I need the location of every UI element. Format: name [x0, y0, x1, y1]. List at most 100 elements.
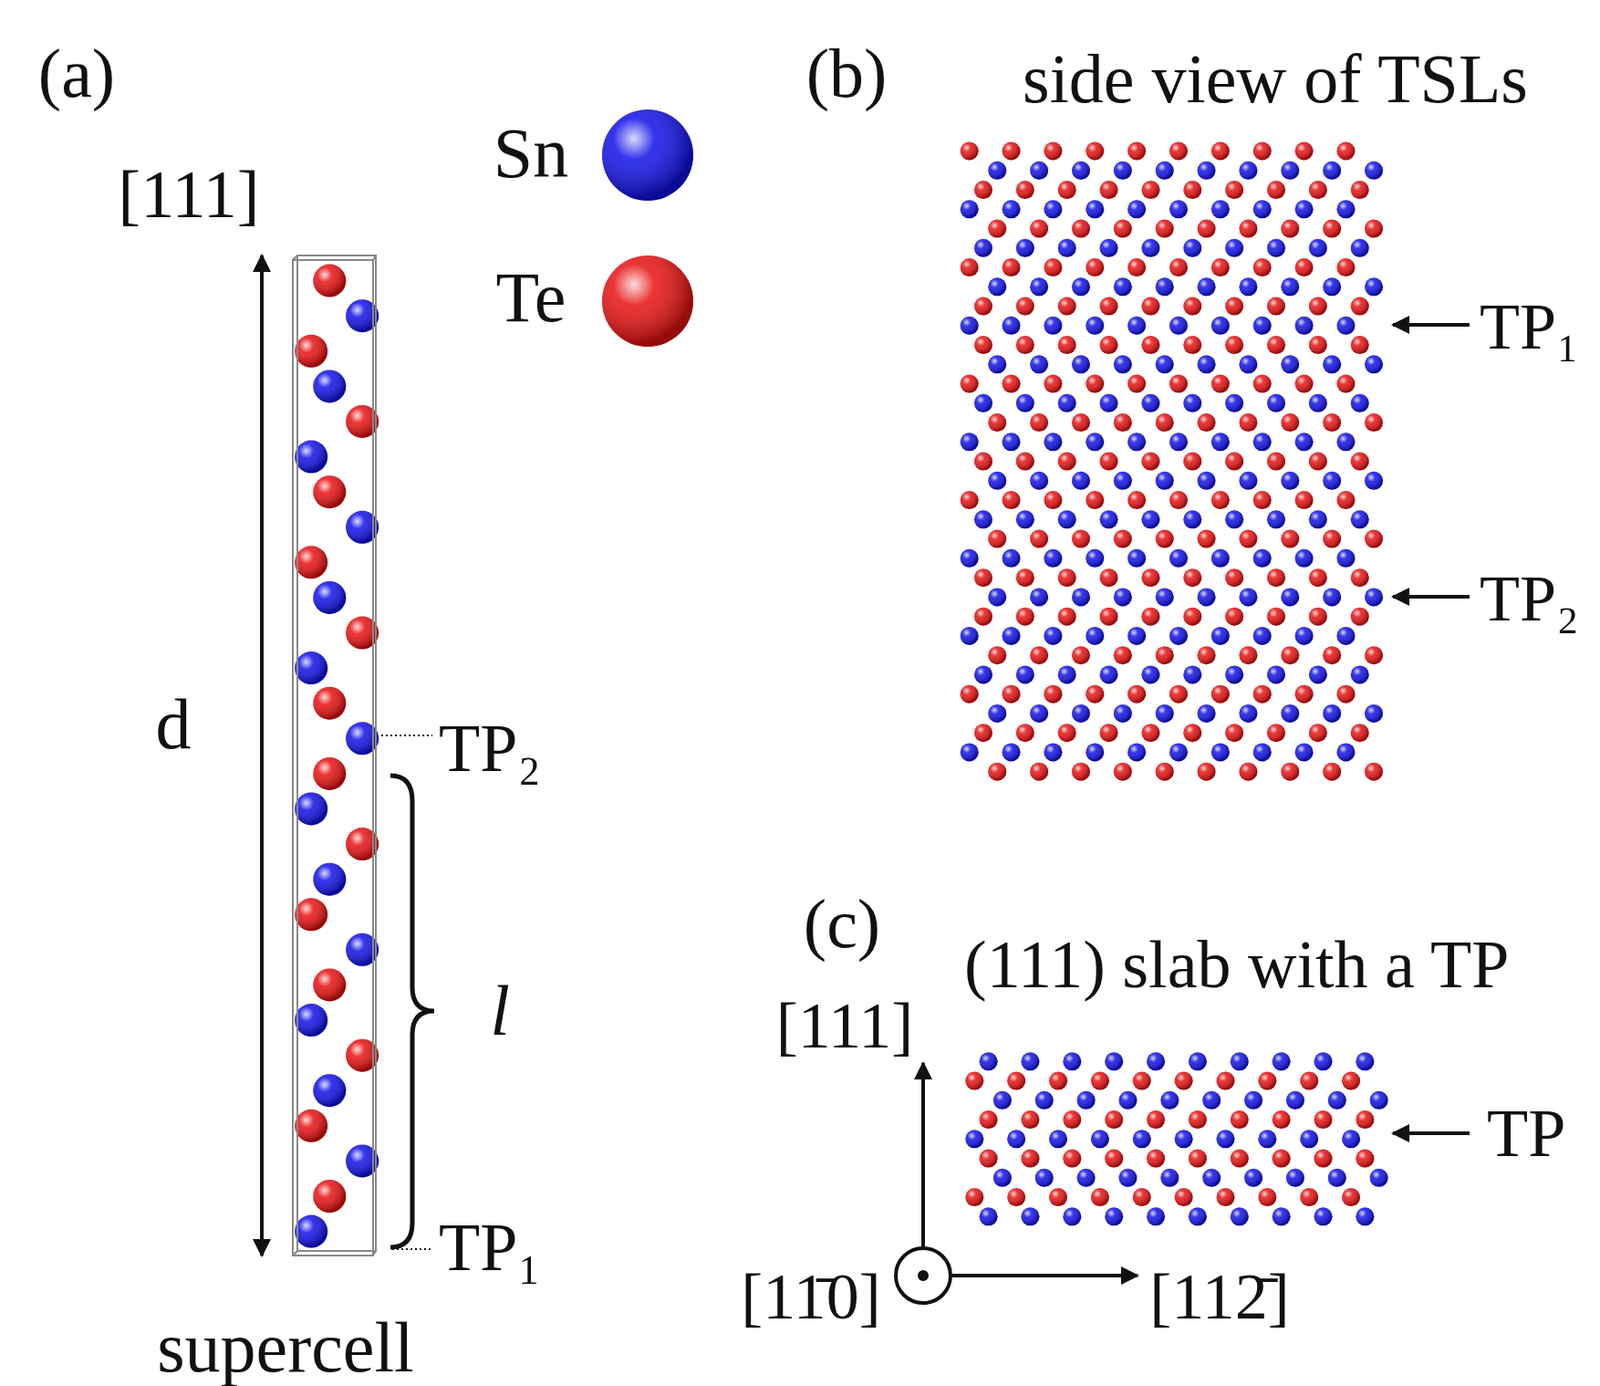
- atom-body: [1230, 1149, 1249, 1168]
- atom-body: [1090, 1071, 1110, 1091]
- atom-sphere: [1183, 335, 1202, 354]
- atom-shine: [987, 645, 1007, 665]
- atom-shine: [1043, 626, 1062, 645]
- atom-shine: [312, 369, 346, 403]
- atom-shine: [1295, 490, 1314, 510]
- atom-shine: [1016, 394, 1035, 413]
- atom-shine: [965, 1129, 984, 1148]
- atom-shine: [1328, 1168, 1347, 1187]
- atom-sphere: [1350, 723, 1370, 742]
- atom-shine: [1295, 432, 1314, 451]
- atom-shine: [1238, 161, 1258, 180]
- atom-shine: [1238, 354, 1258, 374]
- atom-shine: [1295, 199, 1314, 219]
- atom-shine: [1280, 219, 1299, 239]
- atom-sphere: [294, 897, 328, 931]
- atom-sphere: [1295, 685, 1314, 704]
- atom-body: [1328, 1168, 1347, 1187]
- atom-shine: [1253, 685, 1272, 704]
- atom-shine: [960, 490, 979, 510]
- atom-sphere: [1197, 161, 1216, 180]
- atom-sphere: [1113, 161, 1133, 180]
- atom-shine: [1309, 607, 1328, 626]
- atom-shine: [1062, 1110, 1081, 1129]
- atom-shine: [1280, 354, 1299, 374]
- atom-shine: [1127, 316, 1146, 335]
- atom-shine: [1146, 1206, 1165, 1226]
- atom-body: [1141, 509, 1160, 529]
- atom-sphere: [1267, 568, 1286, 587]
- atom-body: [1183, 297, 1202, 316]
- atom-body: [1295, 374, 1314, 394]
- atom-body: [1341, 1071, 1361, 1091]
- atom-body: [1100, 664, 1119, 684]
- atom-shine: [1336, 432, 1355, 451]
- atom-body: [1364, 587, 1383, 606]
- atom-body: [1253, 374, 1272, 394]
- atom-sphere: [1309, 452, 1328, 471]
- atom-sphere: [1336, 432, 1355, 451]
- atom-sphere: [1322, 277, 1341, 296]
- atom-body: [1043, 549, 1062, 568]
- atom-sphere: [1071, 471, 1091, 490]
- atom-shine: [1309, 568, 1328, 587]
- atom-shine: [1295, 549, 1314, 568]
- atom-body: [1132, 1129, 1152, 1148]
- atom-body: [1355, 1051, 1374, 1071]
- atom-body: [1253, 490, 1272, 510]
- atom-body: [294, 651, 328, 685]
- atom-shine: [1280, 704, 1299, 723]
- atom-shine: [1016, 607, 1035, 626]
- atom-shine: [1350, 394, 1370, 413]
- atom-shine: [1160, 1090, 1179, 1110]
- atom-body: [1016, 452, 1035, 471]
- atom-sphere: [1002, 142, 1021, 161]
- atom-body: [1295, 199, 1314, 219]
- atom-sphere: [1211, 199, 1230, 219]
- atom-body: [1127, 374, 1146, 394]
- atom-body: [1309, 452, 1328, 471]
- atom-shine: [993, 1168, 1012, 1187]
- atom-sphere: [1029, 354, 1049, 374]
- atom-body: [1313, 1206, 1332, 1226]
- atom-shine: [1238, 471, 1258, 490]
- atom-body: [1230, 1206, 1249, 1226]
- atom-shine: [1350, 297, 1370, 316]
- atom-shine: [1118, 1168, 1137, 1187]
- atom-sphere: [960, 626, 979, 645]
- atom-body: [987, 277, 1007, 296]
- atom-sphere: [979, 1110, 998, 1129]
- leader-line: [381, 734, 433, 737]
- atom-body: [1020, 1206, 1039, 1226]
- atom-body: [1127, 258, 1146, 277]
- atom-shine: [1272, 1110, 1291, 1129]
- atom-sphere: [1100, 509, 1119, 529]
- atom-body: [1169, 742, 1188, 761]
- atom-shine: [1002, 742, 1021, 761]
- atom-body: [294, 440, 328, 474]
- atom-body: [1071, 645, 1091, 665]
- atom-sphere: [1155, 161, 1175, 180]
- atom-sphere: [987, 161, 1007, 180]
- atom-shine: [987, 529, 1007, 549]
- atom-sphere: [1238, 587, 1258, 606]
- atom-sphere: [1071, 219, 1091, 239]
- atom-shine: [1322, 471, 1341, 490]
- atom-sphere: [974, 568, 993, 587]
- atom-sphere: [1071, 587, 1091, 606]
- atom-shine: [974, 180, 993, 199]
- atom-body: [974, 394, 993, 413]
- atom-body: [1002, 199, 1021, 219]
- atom-sphere: [1364, 219, 1383, 239]
- atom-sphere: [1280, 277, 1299, 296]
- atom-shine: [1183, 180, 1202, 199]
- atom-shine: [1211, 316, 1230, 335]
- atom-body: [1058, 452, 1077, 471]
- atom-sphere: [1272, 1149, 1291, 1168]
- atom-body: [1267, 607, 1286, 626]
- atom-sphere: [294, 545, 328, 579]
- atom-shine: [1370, 1090, 1389, 1110]
- atom-body: [1322, 645, 1341, 665]
- atom-sphere: [987, 471, 1007, 490]
- atom-sphere: [1328, 1168, 1347, 1187]
